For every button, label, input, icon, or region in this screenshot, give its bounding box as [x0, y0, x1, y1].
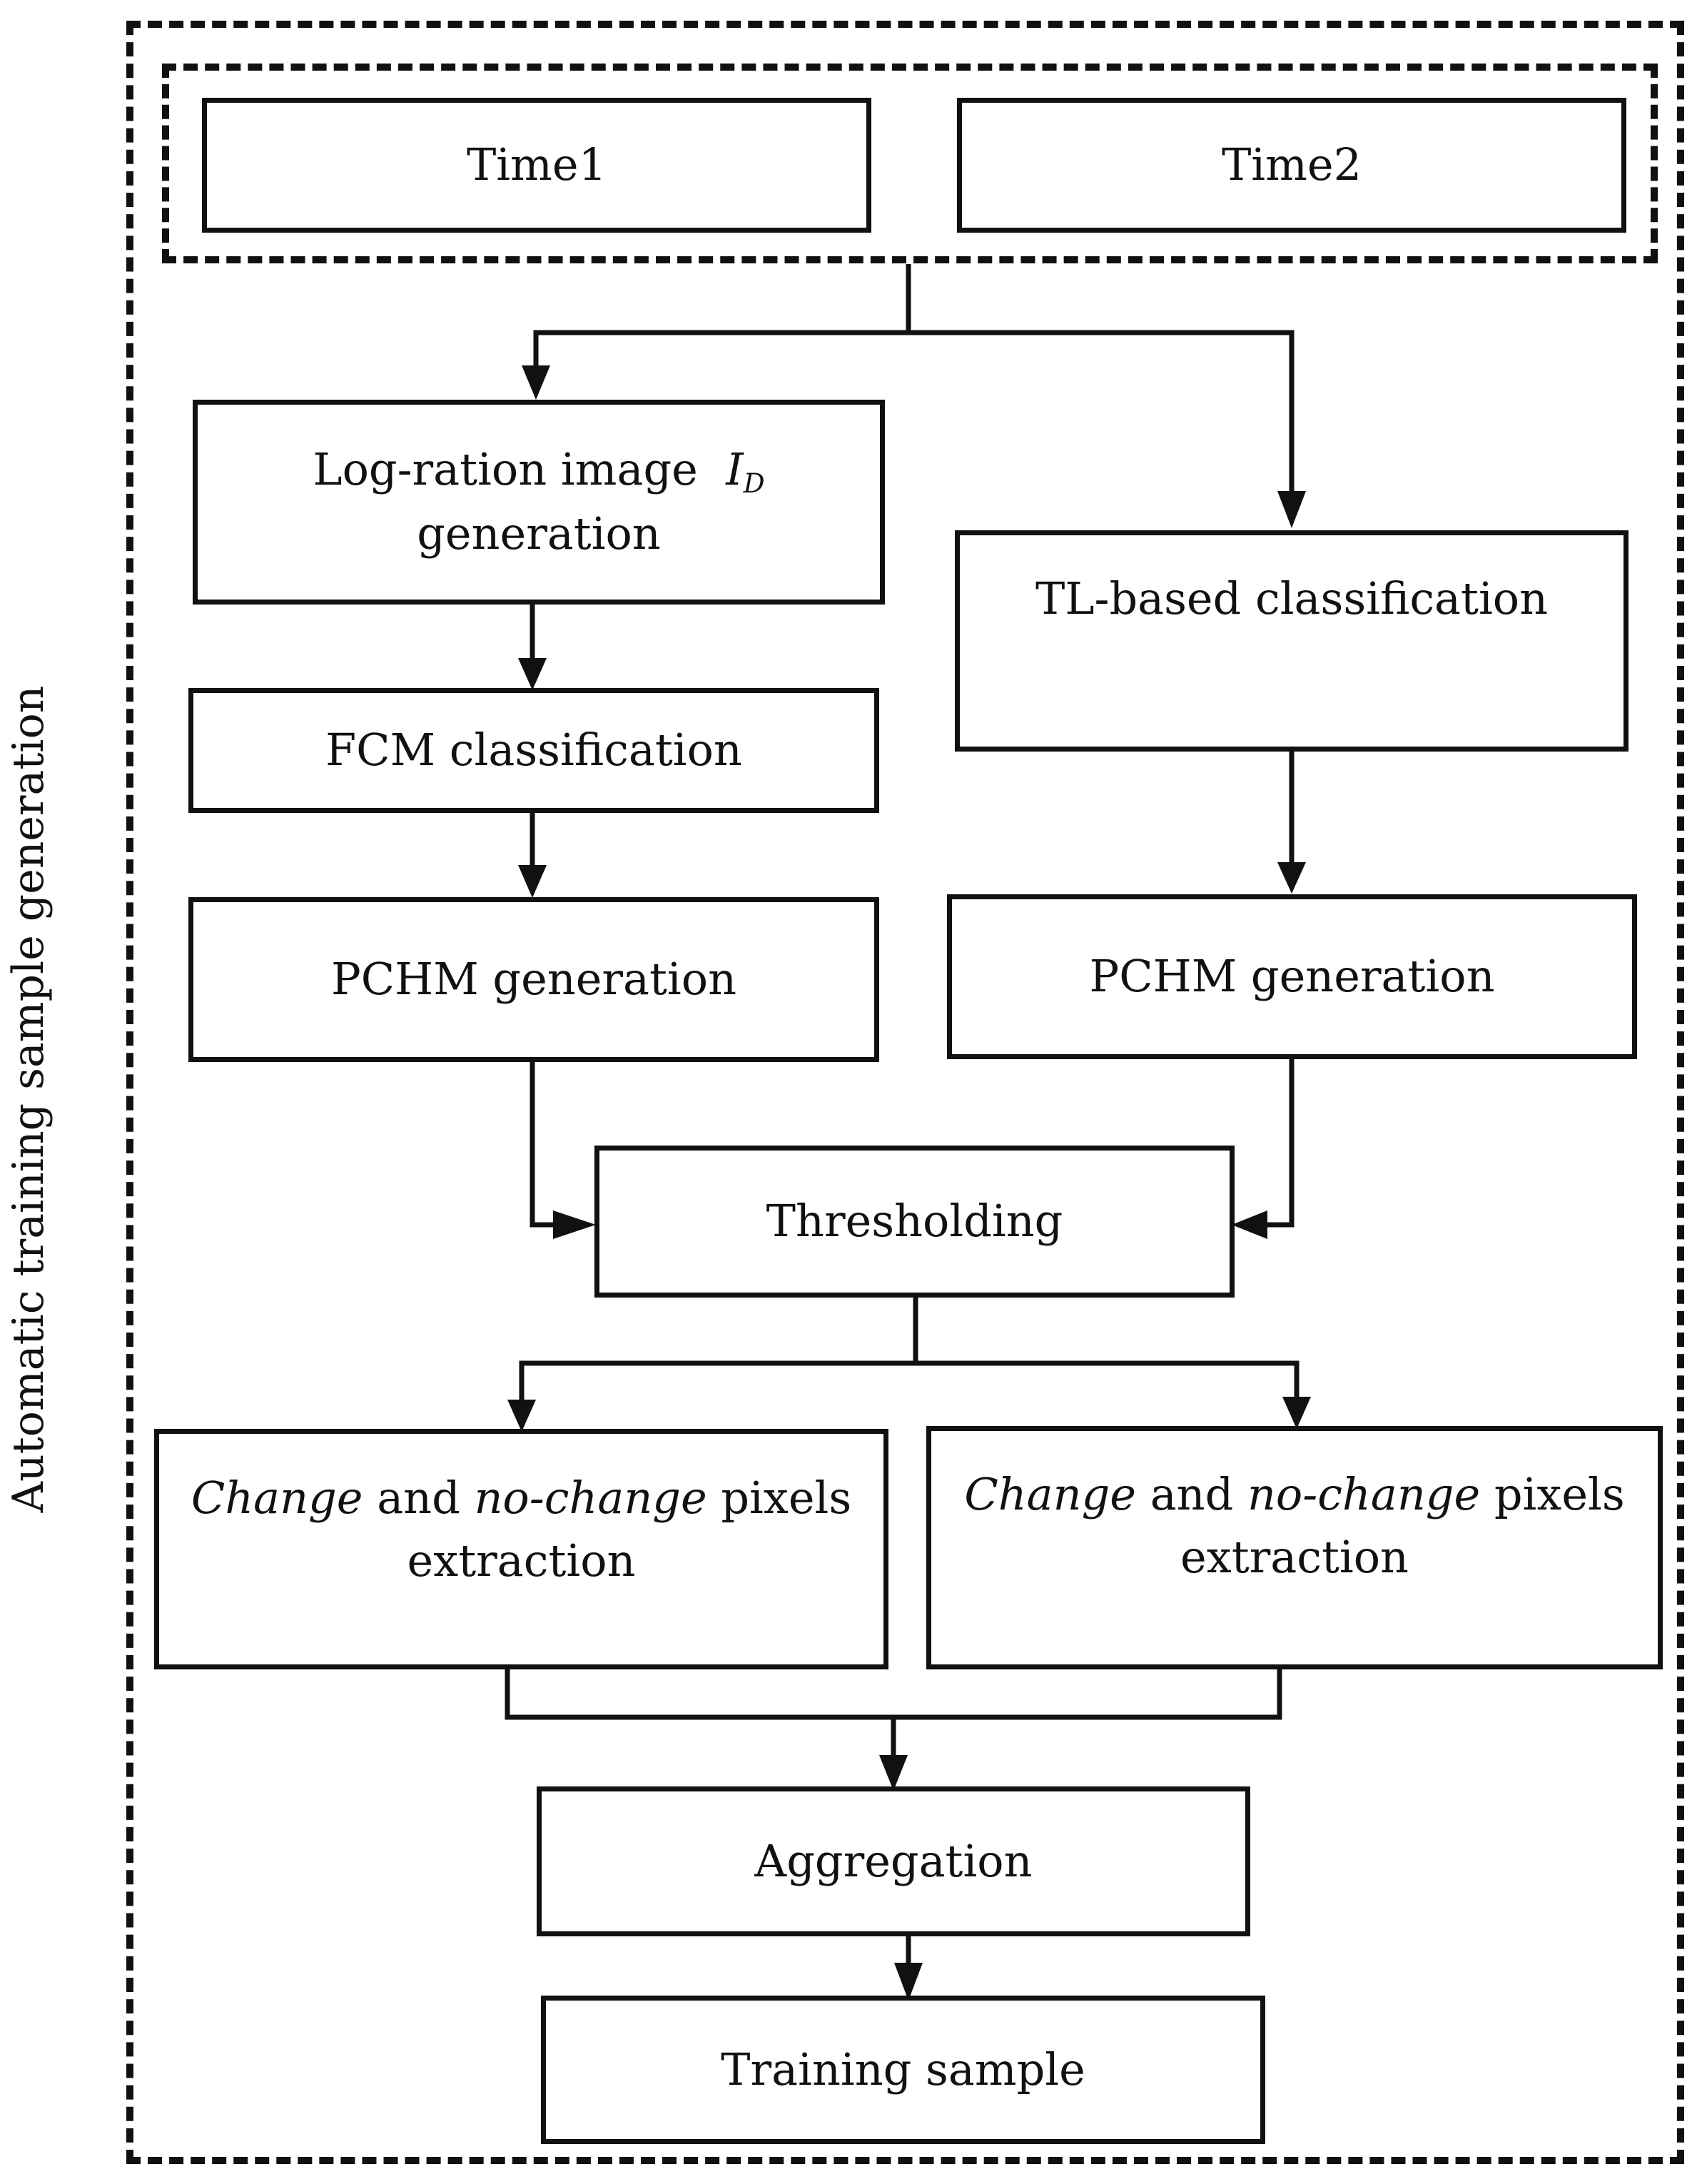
node-time2-label: Time2: [1221, 138, 1362, 191]
arrowhead-training: [894, 1963, 923, 2001]
arrowhead-extract-left: [507, 1400, 536, 1432]
outer-label: Automatic training sample generation: [4, 685, 54, 1513]
node-pchm-left-label: PCHM generation: [330, 953, 737, 1006]
node-logratio-symbol: I: [726, 443, 744, 496]
arrowhead-pchm-left: [518, 865, 547, 898]
node-training-label: Training sample: [721, 2043, 1085, 2095]
input-images-dashed-frame: [162, 64, 1658, 263]
connector-inputs-split: [533, 264, 1295, 491]
node-fcm-label: FCM classification: [325, 724, 742, 777]
arrowhead-logratio: [522, 365, 550, 400]
node-logratio-line2: generation: [417, 507, 661, 560]
node-pchm-left: PCHM generation: [188, 897, 879, 1062]
node-aggregation-label: Aggregation: [754, 1834, 1033, 1887]
connector-thresholding-split: [519, 1298, 1300, 1400]
arrowhead-thresholding-left: [553, 1210, 596, 1239]
arrowhead-pchm-right: [1277, 862, 1306, 894]
node-thresholding: Thresholding: [594, 1146, 1235, 1298]
node-tl-classification: TL-based classification: [955, 530, 1628, 752]
node-extract-right: Change and no-change pixels extraction: [926, 1426, 1663, 1669]
node-thresholding-label: Thresholding: [766, 1195, 1063, 1248]
node-logratio-subscript: D: [743, 467, 765, 500]
node-logratio-text: Log-ration image: [313, 443, 698, 496]
node-training-sample: Training sample: [541, 1996, 1265, 2144]
node-extract-left-pixels: pixels: [721, 1472, 852, 1524]
node-extract-right-line1: Change and no-change pixels: [964, 1463, 1624, 1526]
node-time2: Time2: [957, 98, 1626, 233]
arrowhead-thresholding-right: [1232, 1210, 1267, 1239]
connector-pchm-left-to-thresholding: [530, 1062, 553, 1228]
arrowhead-aggregation: [879, 1755, 908, 1791]
node-extract-right-line2: extraction: [1180, 1531, 1409, 1584]
node-logratio-line1: Log-ration image ID: [313, 438, 764, 502]
node-time1: Time1: [202, 98, 871, 233]
node-tl-label: TL-based classification: [1035, 572, 1549, 625]
node-extract-left-change: Change: [191, 1472, 363, 1524]
node-extract-right-nochange: no-change: [1247, 1468, 1481, 1520]
node-aggregation: Aggregation: [537, 1786, 1250, 1936]
arrowhead-extract-right: [1282, 1397, 1311, 1429]
node-pchm-right: PCHM generation: [947, 894, 1637, 1059]
node-extract-left-line2: extraction: [407, 1535, 636, 1587]
node-extract-right-pixels: pixels: [1494, 1468, 1625, 1520]
node-pchm-right-label: PCHM generation: [1089, 950, 1495, 1003]
node-time1-label: Time1: [466, 138, 607, 191]
node-logratio: Log-ration image ID generation: [193, 400, 885, 605]
connector-extractions-merge: [505, 1669, 1282, 1755]
node-extract-left: Change and no-change pixels extraction: [154, 1429, 888, 1669]
arrowhead-tl: [1277, 491, 1306, 528]
node-fcm: FCM classification: [188, 688, 879, 813]
node-extract-right-change: Change: [964, 1468, 1136, 1520]
node-extract-right-and: and: [1150, 1468, 1234, 1520]
connector-pchm-right-to-thresholding: [1267, 1059, 1295, 1228]
node-extract-left-and: and: [377, 1472, 460, 1524]
node-extract-left-line1: Change and no-change pixels: [191, 1467, 851, 1530]
outer-dashed-frame: [126, 21, 1684, 2164]
arrowhead-fcm: [518, 658, 547, 690]
node-extract-left-nochange: no-change: [474, 1472, 707, 1524]
